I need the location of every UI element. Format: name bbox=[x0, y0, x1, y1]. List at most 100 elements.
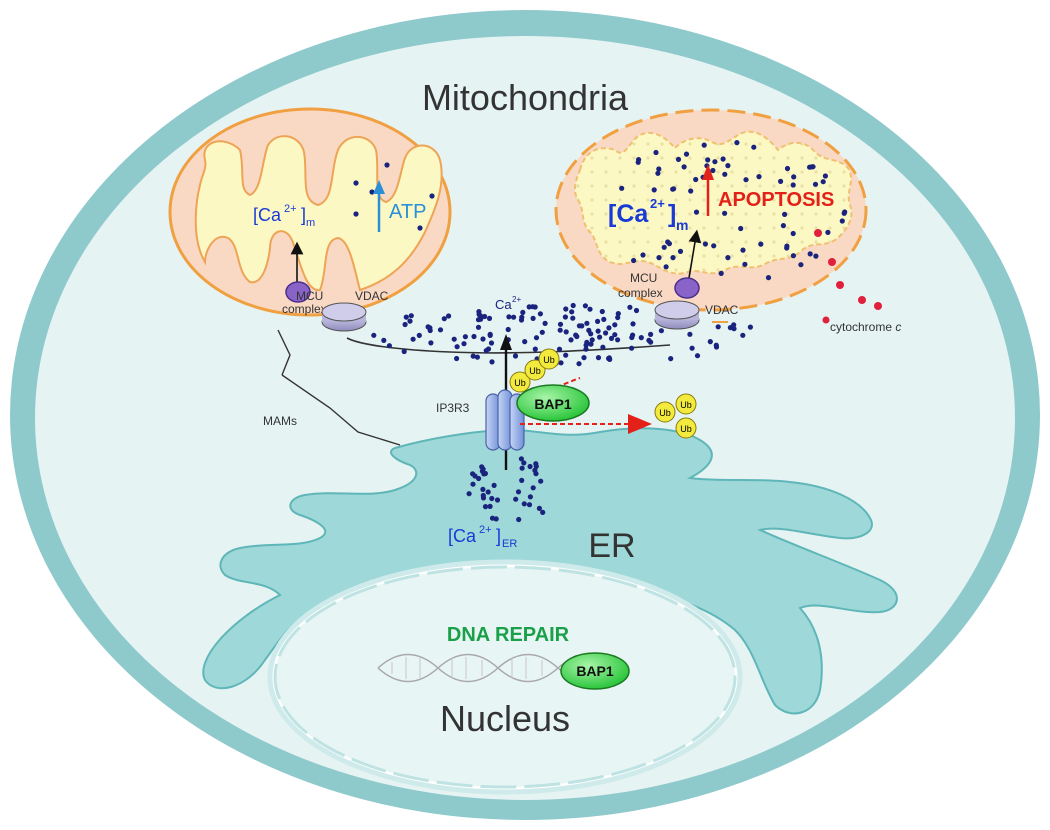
ubiquitin-chain-receptor: Ub Ub Ub bbox=[509, 348, 560, 393]
calcium-ion bbox=[454, 355, 460, 362]
calcium-ion bbox=[671, 186, 677, 192]
calcium-ion bbox=[784, 165, 791, 172]
calcium-ion bbox=[743, 177, 749, 183]
left-mito-calcium-label: [Ca 2+ ] m bbox=[253, 203, 315, 229]
calcium-ion bbox=[533, 461, 539, 467]
calcium-ion bbox=[798, 262, 804, 268]
calcium-ion bbox=[520, 309, 526, 315]
calcium-ion bbox=[584, 339, 590, 345]
calcium-ion bbox=[474, 354, 480, 360]
calcium-ion bbox=[570, 302, 576, 309]
calcium-ion bbox=[451, 336, 457, 342]
calcium-ion bbox=[539, 329, 545, 335]
calcium-ion bbox=[778, 178, 784, 184]
calcium-ion bbox=[608, 335, 615, 341]
calcium-ion bbox=[601, 316, 607, 322]
mitochondrion-left-cristae bbox=[194, 135, 443, 292]
calcium-ion bbox=[505, 326, 511, 333]
calcium-ion bbox=[556, 346, 563, 352]
apoptosis-label: APOPTOSIS bbox=[718, 189, 834, 211]
calcium-ion bbox=[627, 304, 633, 310]
free-ubiquitins: Ub Ub Ub bbox=[654, 393, 697, 439]
svg-text:ER: ER bbox=[502, 538, 517, 550]
calcium-ion bbox=[751, 144, 757, 150]
calcium-ion bbox=[681, 164, 687, 170]
mcu-left-label-1: MCU bbox=[296, 289, 323, 303]
bap1-nuclear-label: BAP1 bbox=[576, 663, 614, 679]
calcium-ion bbox=[615, 337, 621, 343]
nucleus-label: Nucleus bbox=[440, 698, 570, 739]
calcium-ion bbox=[381, 337, 387, 343]
calcium-ion bbox=[532, 346, 538, 352]
vdac-right bbox=[654, 300, 700, 330]
calcium-ion bbox=[519, 465, 525, 471]
calcium-ion bbox=[661, 244, 667, 250]
calcium-ion bbox=[603, 330, 609, 336]
cytosolic-calcium-dots bbox=[371, 302, 754, 367]
calcium-ion bbox=[471, 333, 477, 340]
calcium-ion bbox=[731, 322, 737, 328]
calcium-ion bbox=[633, 307, 640, 314]
calcium-ion bbox=[587, 306, 593, 312]
mams-label: MAMs bbox=[263, 414, 297, 428]
svg-text:Ub: Ub bbox=[680, 424, 692, 434]
svg-text:Ub: Ub bbox=[529, 366, 541, 376]
calcium-ion bbox=[713, 342, 719, 348]
calcium-ion bbox=[486, 315, 493, 321]
calcium-ion bbox=[790, 230, 796, 237]
calcium-ion bbox=[568, 337, 574, 343]
calcium-ion bbox=[606, 355, 612, 361]
calcium-ion bbox=[512, 353, 519, 359]
calcium-ion bbox=[839, 218, 845, 224]
er-calcium-label: [Ca 2+ ] ER bbox=[448, 524, 517, 550]
calcium-ion bbox=[807, 164, 813, 170]
calcium-ion bbox=[595, 328, 601, 334]
calcium-ion bbox=[822, 173, 829, 179]
calcium-ion bbox=[437, 327, 444, 333]
calcium-ion bbox=[527, 463, 533, 470]
svg-text:2+: 2+ bbox=[650, 196, 665, 211]
calcium-ion bbox=[527, 494, 534, 500]
calcium-ion bbox=[758, 241, 764, 247]
mcu-right bbox=[674, 277, 700, 299]
mam-tether bbox=[346, 337, 671, 354]
calcium-ion bbox=[599, 308, 605, 315]
svg-text:[Ca: [Ca bbox=[608, 200, 649, 228]
calcium-ion bbox=[630, 332, 636, 338]
calcium-ion bbox=[487, 503, 493, 509]
calcium-ion bbox=[491, 482, 497, 488]
calcium-ion bbox=[612, 322, 618, 328]
svg-text:2+: 2+ bbox=[284, 203, 297, 215]
calcium-ion bbox=[722, 171, 728, 177]
atp-arrowhead bbox=[373, 180, 385, 194]
calcium-ion bbox=[597, 334, 603, 340]
calcium-ion bbox=[581, 355, 587, 361]
calcium-ion bbox=[485, 489, 491, 495]
calcium-ion bbox=[600, 344, 606, 350]
calcium-ion bbox=[526, 502, 533, 508]
calcium-ion bbox=[702, 241, 709, 247]
cytochrome-c-particles bbox=[814, 229, 882, 324]
calcium-ion bbox=[791, 174, 797, 180]
bap1-nuclear bbox=[560, 652, 630, 690]
calcium-ion bbox=[475, 317, 482, 323]
calcium-ion bbox=[461, 341, 467, 347]
calcium-ion bbox=[784, 243, 790, 249]
calcium-ion bbox=[651, 187, 657, 193]
calcium-ion bbox=[494, 497, 501, 503]
calcium-ion bbox=[656, 255, 662, 261]
calcium-ion bbox=[629, 345, 635, 351]
apoptosis-arrowhead bbox=[702, 164, 714, 180]
calcium-ion bbox=[711, 243, 717, 249]
calcium-ion bbox=[694, 353, 701, 359]
nuclear-envelope bbox=[273, 565, 737, 789]
calcium-ion bbox=[480, 486, 486, 492]
calcium-ion bbox=[705, 157, 711, 163]
svg-text:2+: 2+ bbox=[512, 295, 521, 304]
calcium-ion bbox=[701, 142, 707, 148]
calcium-ion bbox=[536, 505, 543, 511]
calcium-ion bbox=[408, 313, 414, 319]
calcium-ion bbox=[765, 275, 772, 281]
